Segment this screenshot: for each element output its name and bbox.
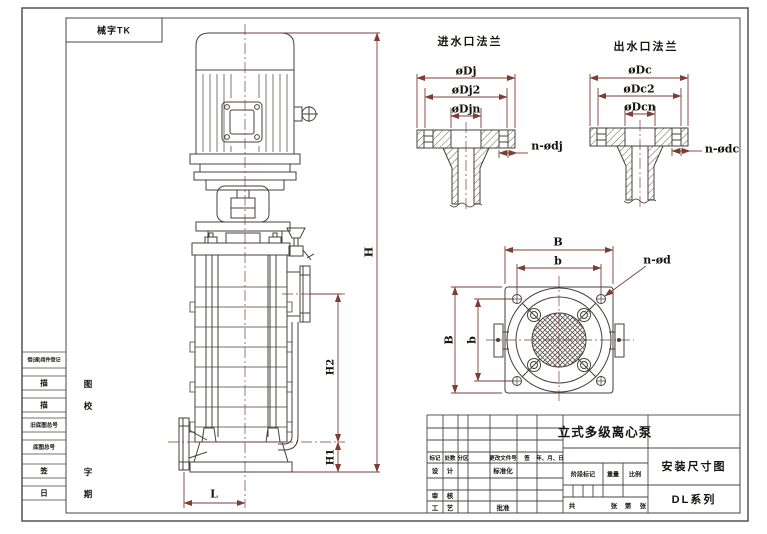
strip-sign-suffix: 字	[83, 467, 93, 477]
tb-craft-r: 艺	[446, 505, 454, 512]
tb-review-r: 核	[446, 493, 454, 500]
strip-trace2-suffix: 校	[83, 401, 93, 411]
inlet-flange-dimensions	[416, 74, 528, 212]
tb-product-name: 立式多级离心泵	[557, 425, 653, 440]
dim-pump-h1: H1	[325, 448, 337, 466]
tb-sheet-unit: 张	[610, 503, 618, 510]
dim-inlet-bolt: n-ødj	[531, 139, 563, 153]
outlet-flange-view	[589, 127, 689, 204]
stamp-text: 械字TK	[97, 25, 131, 36]
tb-sheet-no: 第	[624, 503, 632, 510]
dim-base-inner-left: b	[465, 336, 479, 344]
tb-rev-date: 年、月、日	[536, 456, 564, 462]
strip-trace1-label: 描	[40, 378, 48, 388]
dim-inlet-d3: øDjn	[451, 102, 481, 116]
tb-doc-title: 安装尺寸图	[661, 461, 727, 473]
tb-approve: 批准	[496, 505, 510, 512]
dim-pump-h2: H2	[325, 358, 337, 376]
strip-date-suffix: 期	[83, 489, 93, 499]
page-borders	[21, 7, 749, 522]
dim-pump-height: H	[362, 246, 376, 258]
tb-scale: 比例	[628, 472, 642, 479]
dim-base-outer-top: B	[553, 235, 563, 249]
dim-outlet-bolt: n-ødc	[704, 142, 740, 156]
dim-base-inner-top: b	[554, 254, 562, 268]
dim-pump-length: L	[210, 487, 218, 501]
strip-register-label: 借(通)用件登记	[27, 357, 61, 364]
tb-rev-doc-no: 更改文件号	[489, 456, 517, 462]
tb-stage-mark: 阶段标记	[570, 472, 596, 479]
dim-outlet-d3: øDcn	[624, 100, 656, 114]
dim-inlet-d2: øDj2	[451, 83, 481, 97]
tb-sheet-unit2: 张	[639, 503, 647, 510]
tb-series: DL系列	[671, 494, 717, 506]
inlet-flange-title: 进水口法兰	[437, 36, 503, 48]
strip-old-no-label: 旧底图总号	[30, 423, 58, 429]
left-strip-cells	[22, 351, 66, 501]
dim-base-bolt: n-ød	[643, 253, 671, 267]
tb-standardize: 标准化	[493, 468, 513, 475]
outlet-flange-title: 出水口法兰	[613, 41, 679, 53]
dim-outlet-d2: øDc2	[623, 82, 655, 96]
tb-rev-count: 处数	[444, 456, 456, 462]
pump-front-view	[178, 32, 318, 473]
strip-sign-label: 签	[40, 466, 48, 476]
dim-inlet-d1: øDj	[455, 64, 477, 78]
tb-design-r: 计	[446, 468, 454, 475]
pump-dimensions	[183, 32, 381, 508]
strip-date-label: 日	[40, 488, 48, 498]
tb-craft-l: 工	[431, 505, 439, 512]
outlet-flange-dimensions	[589, 74, 702, 208]
title-block-grid	[426, 414, 741, 514]
strip-base-no-label: 底图总号	[32, 445, 56, 451]
tb-rev-mark: 标记	[429, 456, 441, 462]
dim-outlet-d1: øDc	[628, 63, 652, 77]
tb-rev-sign: 签	[524, 456, 530, 462]
strip-trace2-label: 描	[40, 400, 48, 410]
inlet-flange-view	[416, 129, 516, 208]
tb-weight: 重量	[606, 472, 620, 479]
strip-trace1-suffix: 图	[83, 379, 93, 389]
dim-base-outer-left: B	[442, 335, 456, 345]
tb-sheet-total: 共	[568, 503, 576, 510]
tb-design-l: 设	[431, 468, 439, 475]
tb-review-l: 审	[431, 493, 439, 500]
tb-rev-zone: 分区	[457, 456, 469, 462]
base-top-dimensions	[451, 246, 647, 404]
